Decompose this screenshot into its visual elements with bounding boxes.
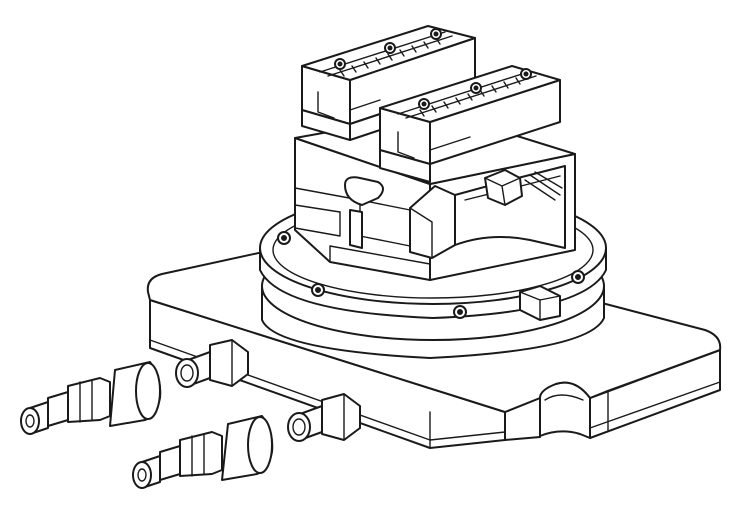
quick-coupling-socket xyxy=(175,339,361,442)
quick-coupling-plug xyxy=(20,361,274,489)
fixed-jaw xyxy=(301,25,476,141)
movable-jaw xyxy=(379,65,561,183)
